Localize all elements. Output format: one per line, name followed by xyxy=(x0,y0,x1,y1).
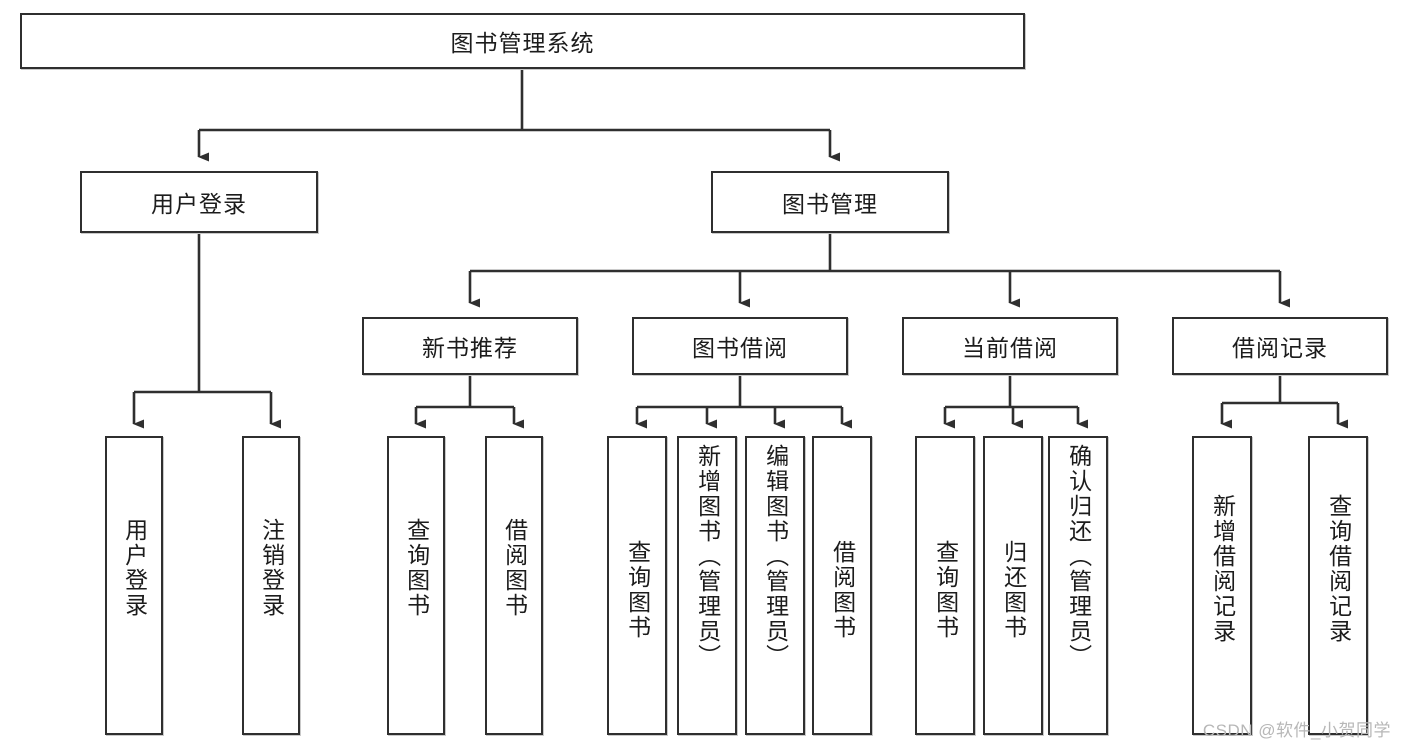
node-leaf-bb-edit-label: 编辑图书（管理员） xyxy=(762,444,789,669)
node-leaf-user-logout[interactable]: 注销登录 xyxy=(242,436,300,735)
node-current-borrow[interactable]: 当前借阅 xyxy=(902,317,1118,375)
node-leaf-cb-confirm[interactable]: 确认归还（管理员） xyxy=(1048,436,1108,735)
node-leaf-cb-confirm-label: 确认归还（管理员） xyxy=(1065,444,1092,669)
node-leaf-cb-return[interactable]: 归还图书 xyxy=(983,436,1043,735)
node-leaf-user-login-label: 用户登录 xyxy=(121,518,148,618)
node-leaf-br-query[interactable]: 查询借阅记录 xyxy=(1308,436,1368,735)
node-leaf-bb-borrow[interactable]: 借阅图书 xyxy=(812,436,872,735)
node-book-manage-label: 图书管理 xyxy=(782,191,878,217)
node-leaf-cb-query[interactable]: 查询图书 xyxy=(915,436,975,735)
node-leaf-rec-borrow[interactable]: 借阅图书 xyxy=(485,436,543,735)
node-leaf-user-login[interactable]: 用户登录 xyxy=(105,436,163,735)
node-borrow-record-label: 借阅记录 xyxy=(1232,335,1328,361)
node-leaf-cb-query-label: 查询图书 xyxy=(932,540,959,640)
node-leaf-rec-query[interactable]: 查询图书 xyxy=(387,436,445,735)
node-leaf-bb-add[interactable]: 新增图书（管理员） xyxy=(677,436,737,735)
node-leaf-br-add-label: 新增借阅记录 xyxy=(1209,494,1236,644)
node-borrow-record[interactable]: 借阅记录 xyxy=(1172,317,1388,375)
csdn-watermark: CSDN @软件_小贺同学 xyxy=(1202,721,1391,740)
node-leaf-bb-query[interactable]: 查询图书 xyxy=(607,436,667,735)
node-book-borrow-label: 图书借阅 xyxy=(692,335,788,361)
node-current-borrow-label: 当前借阅 xyxy=(962,335,1058,361)
node-user-login[interactable]: 用户登录 xyxy=(80,171,318,233)
node-leaf-br-add[interactable]: 新增借阅记录 xyxy=(1192,436,1252,735)
node-leaf-rec-query-label: 查询图书 xyxy=(403,518,430,618)
node-user-login-label: 用户登录 xyxy=(151,191,247,217)
node-leaf-bb-borrow-label: 借阅图书 xyxy=(829,540,856,640)
node-leaf-bb-edit[interactable]: 编辑图书（管理员） xyxy=(745,436,805,735)
node-book-manage[interactable]: 图书管理 xyxy=(711,171,949,233)
node-leaf-bb-query-label: 查询图书 xyxy=(624,540,651,640)
node-leaf-bb-add-label: 新增图书（管理员） xyxy=(694,444,721,669)
node-new-book-rec[interactable]: 新书推荐 xyxy=(362,317,578,375)
node-leaf-br-query-label: 查询借阅记录 xyxy=(1325,494,1352,644)
node-leaf-user-logout-label: 注销登录 xyxy=(258,518,285,618)
node-book-borrow[interactable]: 图书借阅 xyxy=(632,317,848,375)
node-new-book-rec-label: 新书推荐 xyxy=(422,335,518,361)
node-root[interactable]: 图书管理系统 xyxy=(20,13,1025,69)
node-leaf-cb-return-label: 归还图书 xyxy=(1000,540,1027,640)
node-leaf-rec-borrow-label: 借阅图书 xyxy=(501,518,528,618)
node-root-label: 图书管理系统 xyxy=(450,30,595,56)
